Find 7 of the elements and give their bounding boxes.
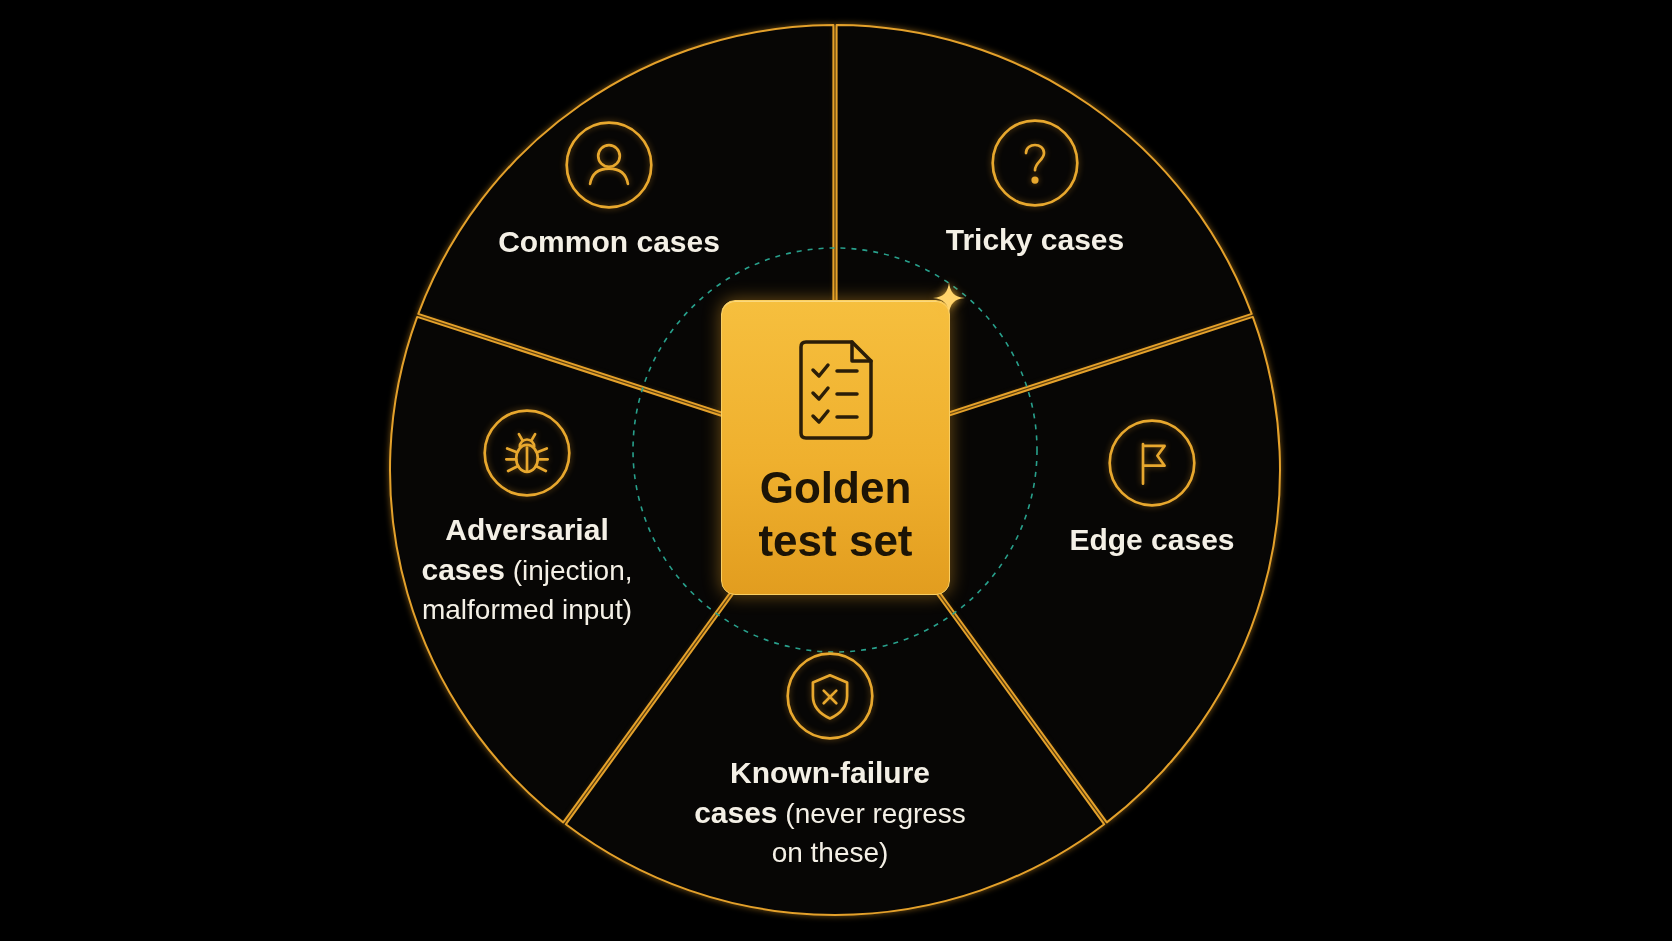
card-title: Golden test set <box>757 462 914 567</box>
highlight-card <box>721 300 950 595</box>
case-label: Adversarial cases (injection, malformed input) <box>420 512 634 627</box>
case-label: Edge cases <box>1069 522 1235 558</box>
case-label: Tricky cases <box>945 222 1125 258</box>
case-label: Common cases <box>498 224 720 260</box>
case-label: Known-failure cases (never regress on these) <box>693 755 967 870</box>
